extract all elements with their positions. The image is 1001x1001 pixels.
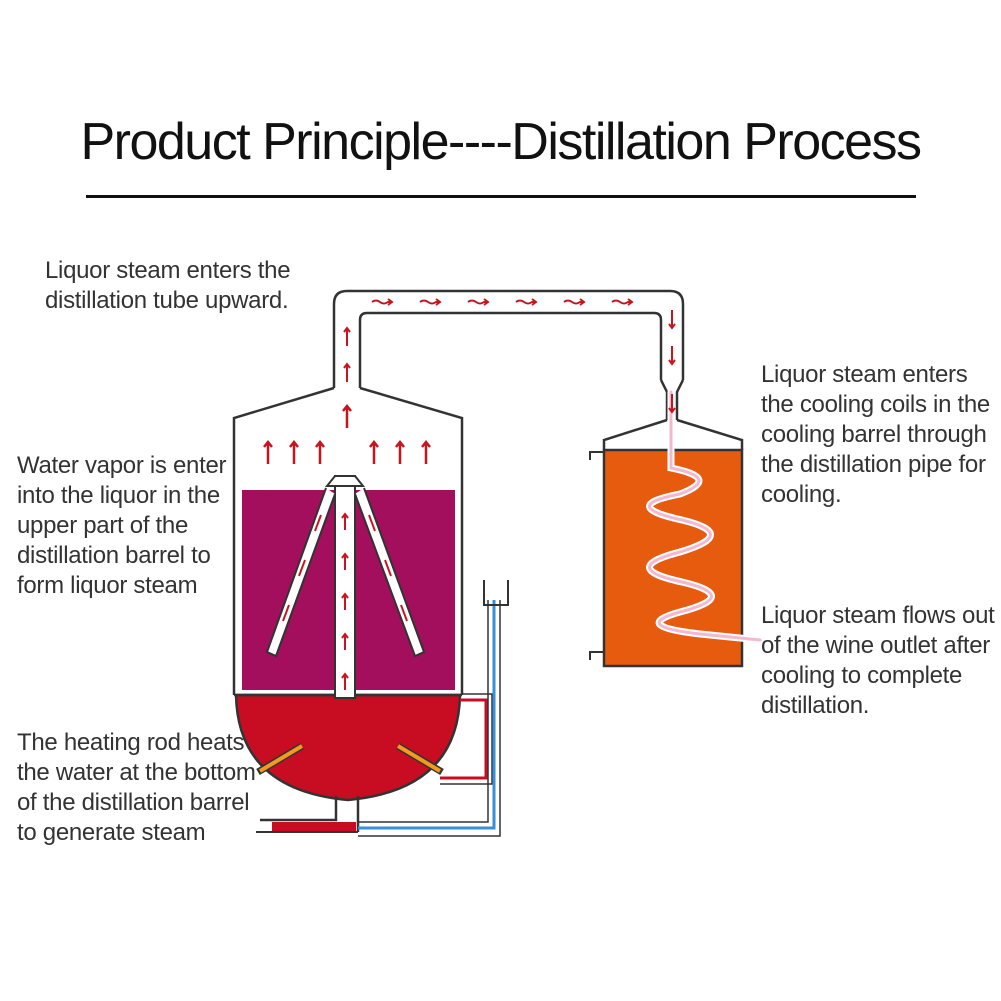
steam-arrows-up-pipe — [343, 326, 351, 382]
label-steam-flows-out: Liquor steam flows out of the wine outle… — [761, 601, 995, 721]
label-heating-rod: The heating rod heats the water at the b… — [17, 728, 256, 848]
cooling-inlet-funnel — [659, 379, 685, 420]
label-line: The heating rod heats — [17, 729, 245, 756]
label-line: the water at the bottom — [17, 759, 256, 786]
label-line: the cooling coils in the — [761, 391, 990, 418]
label-line: into the liquor in the — [17, 482, 220, 509]
water-inlet-pipe — [358, 600, 496, 830]
label-line: cooling to complete — [761, 662, 963, 689]
distillation-tube — [332, 289, 685, 388]
water-chamber — [234, 693, 462, 802]
label-line: Liquor steam flows out — [761, 602, 995, 629]
label-line: Water vapor is enter — [17, 452, 227, 479]
label-line: distillation barrel to — [17, 542, 211, 569]
label-cooling-coils: Liquor steam enters the cooling coils in… — [761, 360, 990, 510]
label-line: of the distillation barrel — [17, 789, 250, 816]
label-line: of the wine outlet after — [761, 632, 990, 659]
steam-arrows-column — [282, 512, 408, 690]
label-line: distillation tube upward. — [45, 287, 289, 314]
steam-arrows-top — [371, 298, 634, 306]
distillation-barrel-shell — [232, 386, 464, 695]
label-line: distillation. — [761, 692, 870, 719]
label-water-vapor: Water vapor is enter into the liquor in … — [17, 451, 227, 601]
label-line: to generate steam — [17, 819, 206, 846]
page-title: Product Principle----Distillation Proces… — [80, 113, 922, 171]
label-line: Liquor steam enters — [761, 361, 968, 388]
label-line: cooling barrel through — [761, 421, 987, 448]
cooling-barrel-top-port — [589, 451, 604, 460]
label-line: form liquor steam — [17, 572, 198, 599]
label-line: cooling. — [761, 481, 842, 508]
cooling-barrel-bottom-port — [589, 651, 604, 660]
label-steam-enters-tube: Liquor steam enters the distillation tub… — [45, 256, 291, 316]
label-line: upper part of the — [17, 512, 189, 539]
cooling-barrel-lid — [602, 418, 744, 450]
label-line: Liquor steam enters the — [45, 257, 291, 284]
bottom-outlet — [260, 796, 360, 832]
side-return-pipe — [440, 698, 488, 780]
water-inlet-cup — [483, 580, 509, 606]
steam-arrows-down — [668, 310, 676, 414]
distillation-tube-inner — [358, 311, 663, 388]
title-underline — [86, 195, 916, 198]
label-line: the distillation pipe for — [761, 451, 986, 478]
central-steam-column — [334, 475, 356, 699]
steam-arrows-up-barrel — [263, 403, 431, 464]
